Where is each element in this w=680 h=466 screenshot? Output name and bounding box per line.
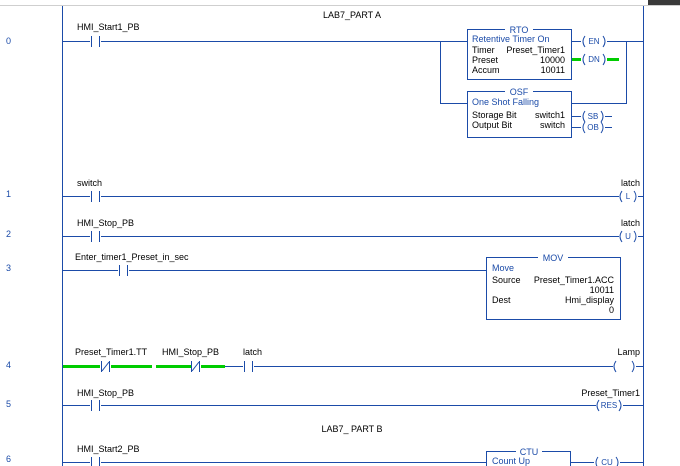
rung-3[interactable]: Enter_timer1_Preset_in_sec MOV Move Sour…	[62, 252, 621, 320]
osf-output-value[interactable]: switch	[540, 120, 565, 130]
coil-tag-lamp: Lamp	[617, 347, 640, 357]
rung-number-4[interactable]: 4	[6, 360, 11, 370]
contact-tag-hmi-start1: HMI_Start1_PB	[77, 22, 140, 32]
rung-5[interactable]: HMI_Stop_PB Preset_Timer1 RES	[62, 388, 644, 412]
rto-desc: Retentive Timer On	[472, 34, 550, 44]
contact-hmi-start2-pb[interactable]	[91, 457, 100, 466]
contact-hmi-stop-pb-r2[interactable]	[91, 231, 100, 242]
osf-output-label: Output Bit	[472, 120, 513, 130]
contact-tag-enter-timer1: Enter_timer1_Preset_in_sec	[75, 252, 189, 262]
rto-en-output[interactable]: EN	[582, 35, 606, 48]
reset-coil-label: RES	[601, 401, 617, 410]
ctu-desc: Count Up	[492, 456, 530, 466]
mov-dest-label: Dest	[492, 295, 511, 305]
contact-tag-hmi-stop-r5: HMI_Stop_PB	[77, 388, 134, 398]
contact-tag-hmi-stop-r4: HMI_Stop_PB	[162, 347, 219, 357]
rto-accum-label: Accum	[472, 65, 500, 75]
contact-switch[interactable]	[91, 191, 100, 202]
rung-6[interactable]: HMI_Start2_PB CTU Count Up CU	[62, 444, 644, 466]
osf-sb-label: SB	[588, 112, 599, 121]
rto-title: RTO	[510, 25, 529, 35]
mov-title: MOV	[543, 253, 564, 263]
rto-preset-label: Preset	[472, 55, 499, 65]
mov-source-tag[interactable]: Preset_Timer1.ACC	[534, 275, 615, 285]
rung-number-0[interactable]: 0	[6, 36, 11, 46]
osf-block[interactable]: OSF One Shot Falling Storage Bit switch1…	[467, 87, 572, 138]
coil-tag-latch-l: latch	[621, 178, 640, 188]
rung-2[interactable]: HMI_Stop_PB latch U	[62, 218, 644, 243]
rung-number-3[interactable]: 3	[6, 263, 11, 273]
contact-tag-switch: switch	[77, 178, 102, 188]
mov-dest-value: 0	[609, 305, 614, 315]
rung-number-6[interactable]: 6	[6, 454, 11, 464]
rto-dn-label: DN	[588, 55, 600, 64]
contact-tag-hmi-start2: HMI_Start2_PB	[77, 444, 140, 454]
mov-block[interactable]: MOV Move Source Preset_Timer1.ACC 10011 …	[486, 253, 621, 320]
rto-block[interactable]: RTO Retentive Timer On Timer Preset_Time…	[467, 25, 572, 80]
coil-tag-preset-timer1: Preset_Timer1	[581, 388, 640, 398]
section-title-part-a: LAB7_PART A	[323, 10, 381, 20]
rto-timer-label: Timer	[472, 45, 495, 55]
osf-ob-output[interactable]: OB	[582, 121, 604, 134]
osf-ob-label: OB	[587, 123, 599, 132]
mov-desc: Move	[492, 263, 514, 273]
rung-number-5[interactable]: 5	[6, 399, 11, 409]
ctu-cu-output[interactable]: CU	[595, 456, 619, 466]
mov-source-label: Source	[492, 275, 521, 285]
scroll-indicator[interactable]	[648, 0, 680, 5]
rto-timer-value[interactable]: Preset_Timer1	[506, 45, 565, 55]
rung-4[interactable]: Preset_Timer1.TT HMI_Stop_PB latch Lamp	[63, 347, 644, 373]
ctu-title: CTU	[520, 447, 539, 457]
contact-enter-timer1-preset[interactable]	[119, 265, 128, 276]
rto-dn-output[interactable]: DN	[582, 53, 606, 66]
rung-1[interactable]: switch latch L	[62, 178, 644, 203]
mov-dest-tag[interactable]: Hmi_display	[565, 295, 615, 305]
ctu-block[interactable]: CTU Count Up	[486, 447, 571, 466]
lamp-coil[interactable]	[613, 360, 635, 373]
top-strip	[0, 0, 680, 6]
coil-tag-latch-u: latch	[621, 218, 640, 228]
contact-hmi-start1-pb[interactable]	[91, 36, 100, 47]
rto-preset-value[interactable]: 10000	[540, 55, 565, 65]
osf-sb-output[interactable]: SB	[582, 110, 604, 123]
contact-hmi-stop-pb-r5[interactable]	[91, 400, 100, 411]
osf-storage-label: Storage Bit	[472, 110, 517, 120]
ctu-cu-label: CU	[601, 458, 613, 466]
rung-number-1[interactable]: 1	[6, 189, 11, 199]
reset-coil[interactable]: RES	[596, 399, 622, 412]
unlatch-coil-u[interactable]: U	[619, 230, 637, 243]
contact-preset-timer1-tt-nc[interactable]	[101, 361, 110, 372]
contact-tag-latch-r4: latch	[243, 347, 262, 357]
contact-tag-hmi-stop-r2: HMI_Stop_PB	[77, 218, 134, 228]
contact-hmi-stop-pb-nc[interactable]	[191, 361, 200, 372]
latch-coil-l[interactable]: L	[619, 190, 637, 203]
unlatch-coil-u-label: U	[625, 232, 631, 241]
mov-source-value: 10011	[590, 285, 614, 295]
latch-coil-l-label: L	[626, 192, 631, 201]
rto-en-label: EN	[588, 37, 599, 46]
rto-accum-value[interactable]: 10011	[541, 65, 565, 75]
rung-number-2[interactable]: 2	[6, 229, 11, 239]
osf-storage-value[interactable]: switch1	[535, 110, 565, 120]
contact-latch-r4[interactable]	[244, 361, 253, 372]
osf-title: OSF	[510, 87, 529, 97]
contact-tag-preset-timer1-tt: Preset_Timer1.TT	[75, 347, 148, 357]
osf-desc: One Shot Falling	[472, 97, 539, 107]
section-title-part-b: LAB7_ PART B	[321, 424, 382, 434]
rung-0[interactable]: HMI_Start1_PB RTO Retentive Timer On Tim…	[62, 22, 644, 138]
